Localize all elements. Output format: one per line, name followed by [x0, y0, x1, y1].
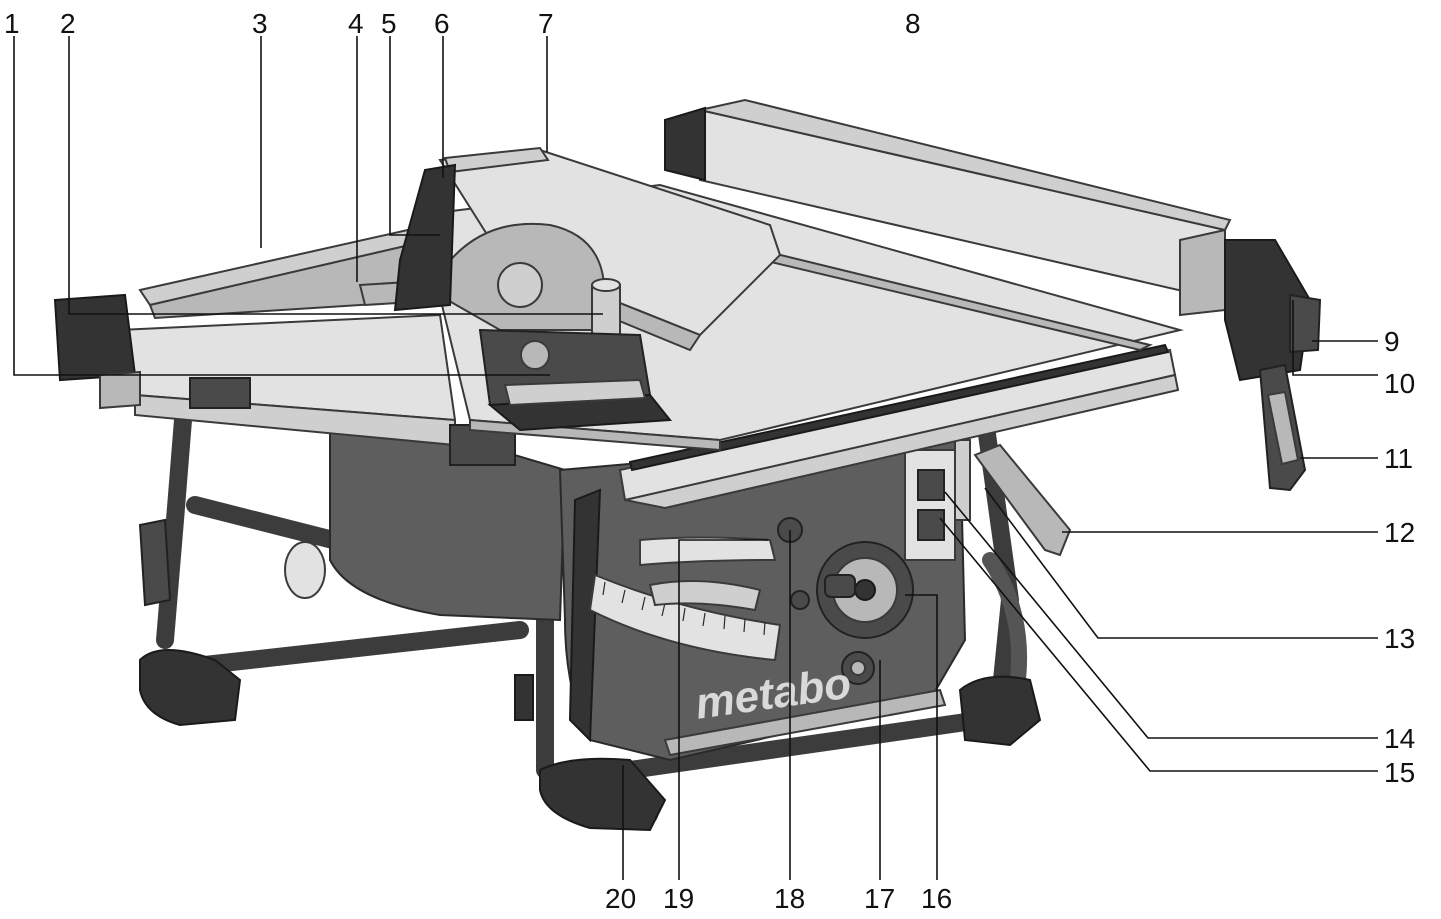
callout-20: 20	[605, 883, 636, 914]
front-rail	[618, 343, 1180, 510]
callout-18: 18	[774, 883, 805, 914]
fence-lock-handle	[1258, 363, 1307, 492]
leader-19	[678, 539, 768, 880]
lock-knob	[841, 651, 875, 685]
callout-1: 1	[4, 8, 20, 39]
callout-numbers: 1 2 3 4 5 6 7 8 9 10 11 12 13 14 15 16 1…	[4, 8, 1415, 914]
callout-10: 10	[1384, 368, 1415, 399]
callout-16: 16	[921, 883, 952, 914]
handwheel	[816, 541, 914, 639]
leader-lines	[13, 36, 1378, 880]
leader-1	[13, 36, 550, 376]
push-stick	[973, 443, 1072, 557]
callout-5: 5	[381, 8, 397, 39]
callout-19: 19	[663, 883, 694, 914]
leader-5	[389, 36, 440, 236]
switch-box	[904, 439, 971, 561]
leader-16	[905, 594, 938, 880]
callout-13: 13	[1384, 623, 1415, 654]
riving-knife	[393, 163, 457, 312]
leader-10	[1292, 300, 1378, 376]
callout-6: 6	[434, 8, 450, 39]
callout-14: 14	[1384, 723, 1415, 754]
callout-12: 12	[1384, 517, 1415, 548]
callout-17: 17	[864, 883, 895, 914]
mitre-gauge	[478, 328, 672, 432]
callout-7: 7	[538, 8, 554, 39]
leader-13	[984, 487, 1378, 639]
leader-15	[939, 517, 1378, 772]
callout-9: 9	[1384, 326, 1400, 357]
callout-2: 2	[60, 8, 76, 39]
callout-11: 11	[1384, 443, 1413, 474]
callout-15: 15	[1384, 757, 1415, 788]
callout-4: 4	[348, 8, 364, 39]
bevel-scale	[588, 536, 782, 662]
callout-3: 3	[252, 8, 268, 39]
callout-8: 8	[905, 8, 921, 39]
table-saw-illustration: metabo	[53, 98, 1322, 832]
bevel-scale-ticks	[602, 581, 766, 636]
leader-2	[68, 36, 603, 315]
leader-14	[944, 491, 1378, 739]
rip-fence	[664, 98, 1322, 382]
